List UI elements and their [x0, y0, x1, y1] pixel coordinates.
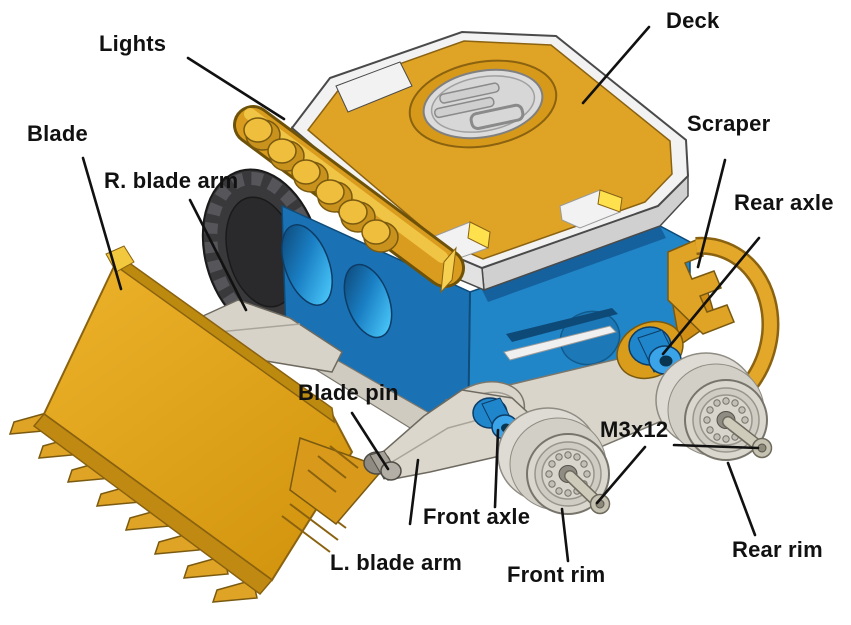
label-lights: Lights — [99, 31, 167, 56]
leader-rear-axle — [661, 236, 761, 356]
label-front-axle: Front axle — [423, 504, 531, 529]
light-studs — [243, 117, 399, 253]
rear-axle-shape — [628, 326, 682, 375]
label-rear-axle: Rear axle — [734, 190, 834, 215]
leader-blade-pin — [350, 411, 390, 471]
leader-rear-rim — [726, 461, 757, 537]
label-blade: Blade — [27, 121, 88, 146]
label-r-blade-arm: R. blade arm — [104, 168, 239, 193]
label-front-rim: Front rim — [507, 562, 606, 587]
rear-rim-shape — [655, 352, 773, 461]
label-blade-pin: Blade pin — [298, 380, 399, 405]
leader-front-rim — [560, 507, 570, 563]
leader-m3x12-rear — [672, 443, 760, 450]
leader-front-axle — [493, 428, 500, 509]
leader-lines — [81, 25, 761, 563]
label-m3x12: M3x12 — [600, 417, 669, 442]
leader-l-blade-arm — [408, 458, 420, 526]
label-rear-rim: Rear rim — [732, 537, 823, 562]
deck-logo — [408, 59, 558, 149]
leader-scraper — [696, 158, 727, 269]
leader-lights — [186, 56, 286, 121]
leader-deck — [581, 25, 651, 105]
label-deck: Deck — [666, 8, 720, 33]
leader-blade — [81, 156, 123, 291]
leader-m3x12-front — [595, 445, 647, 505]
label-scraper: Scraper — [687, 111, 771, 136]
lights-shape — [233, 105, 465, 294]
leader-r-blade-arm — [188, 198, 248, 312]
blade-shape — [8, 245, 386, 603]
label-l-blade-arm: L. blade arm — [330, 550, 462, 575]
